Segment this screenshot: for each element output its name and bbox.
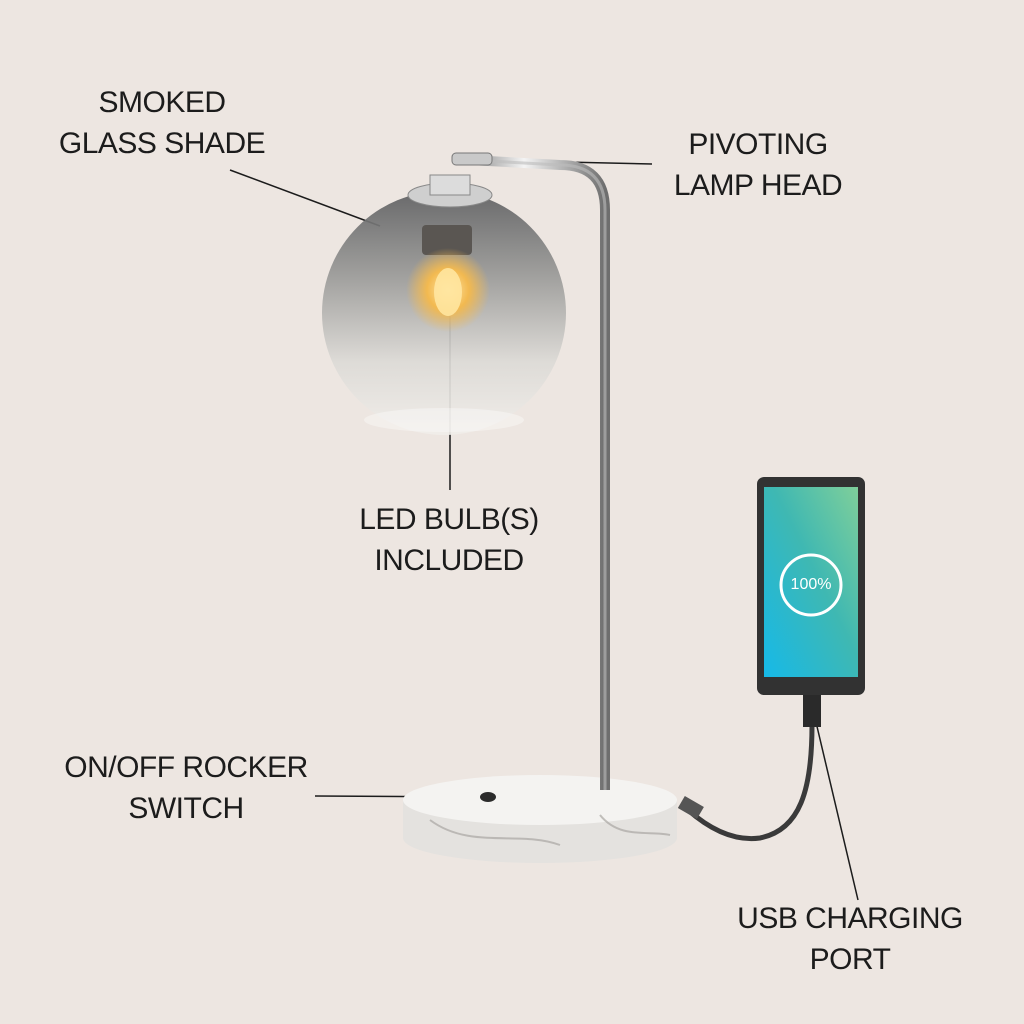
callout-text: SWITCH [128, 792, 244, 825]
callout-text: GLASS SHADE [58, 127, 266, 160]
pivot-joint [451, 152, 493, 166]
callout-text: SMOKED [98, 86, 226, 119]
callout-text: ON/OFF ROCKER [64, 751, 308, 784]
rocker-switch [480, 792, 496, 802]
bulb-socket [422, 225, 472, 255]
usb-cable [686, 724, 815, 842]
callout-smoked-glass-shade: SMOKED GLASS SHADE [58, 82, 266, 164]
callout-usb-charging-port: USB CHARGING PORT [737, 898, 963, 980]
callout-text: LED BULB(S) [359, 503, 539, 536]
marble-base [403, 775, 677, 863]
callout-pivoting-lamp-head: PIVOTING LAMP HEAD [673, 124, 843, 206]
callout-text: INCLUDED [374, 544, 524, 577]
callout-text: LAMP HEAD [673, 169, 843, 202]
usb-callout-line [814, 717, 859, 901]
shade-callout-line [229, 169, 381, 227]
callout-led-bulb: LED BULB(S) INCLUDED [359, 499, 539, 581]
battery-percent: 100% [790, 576, 832, 593]
callout-text: PORT [809, 943, 891, 976]
callout-text: PIVOTING [688, 128, 828, 161]
callout-text: USB CHARGING [737, 902, 963, 935]
smartphone [757, 477, 865, 727]
battery-ring [779, 553, 843, 617]
callout-rocker-switch: ON/OFF ROCKER SWITCH [64, 747, 308, 829]
usb-plug [677, 795, 704, 820]
